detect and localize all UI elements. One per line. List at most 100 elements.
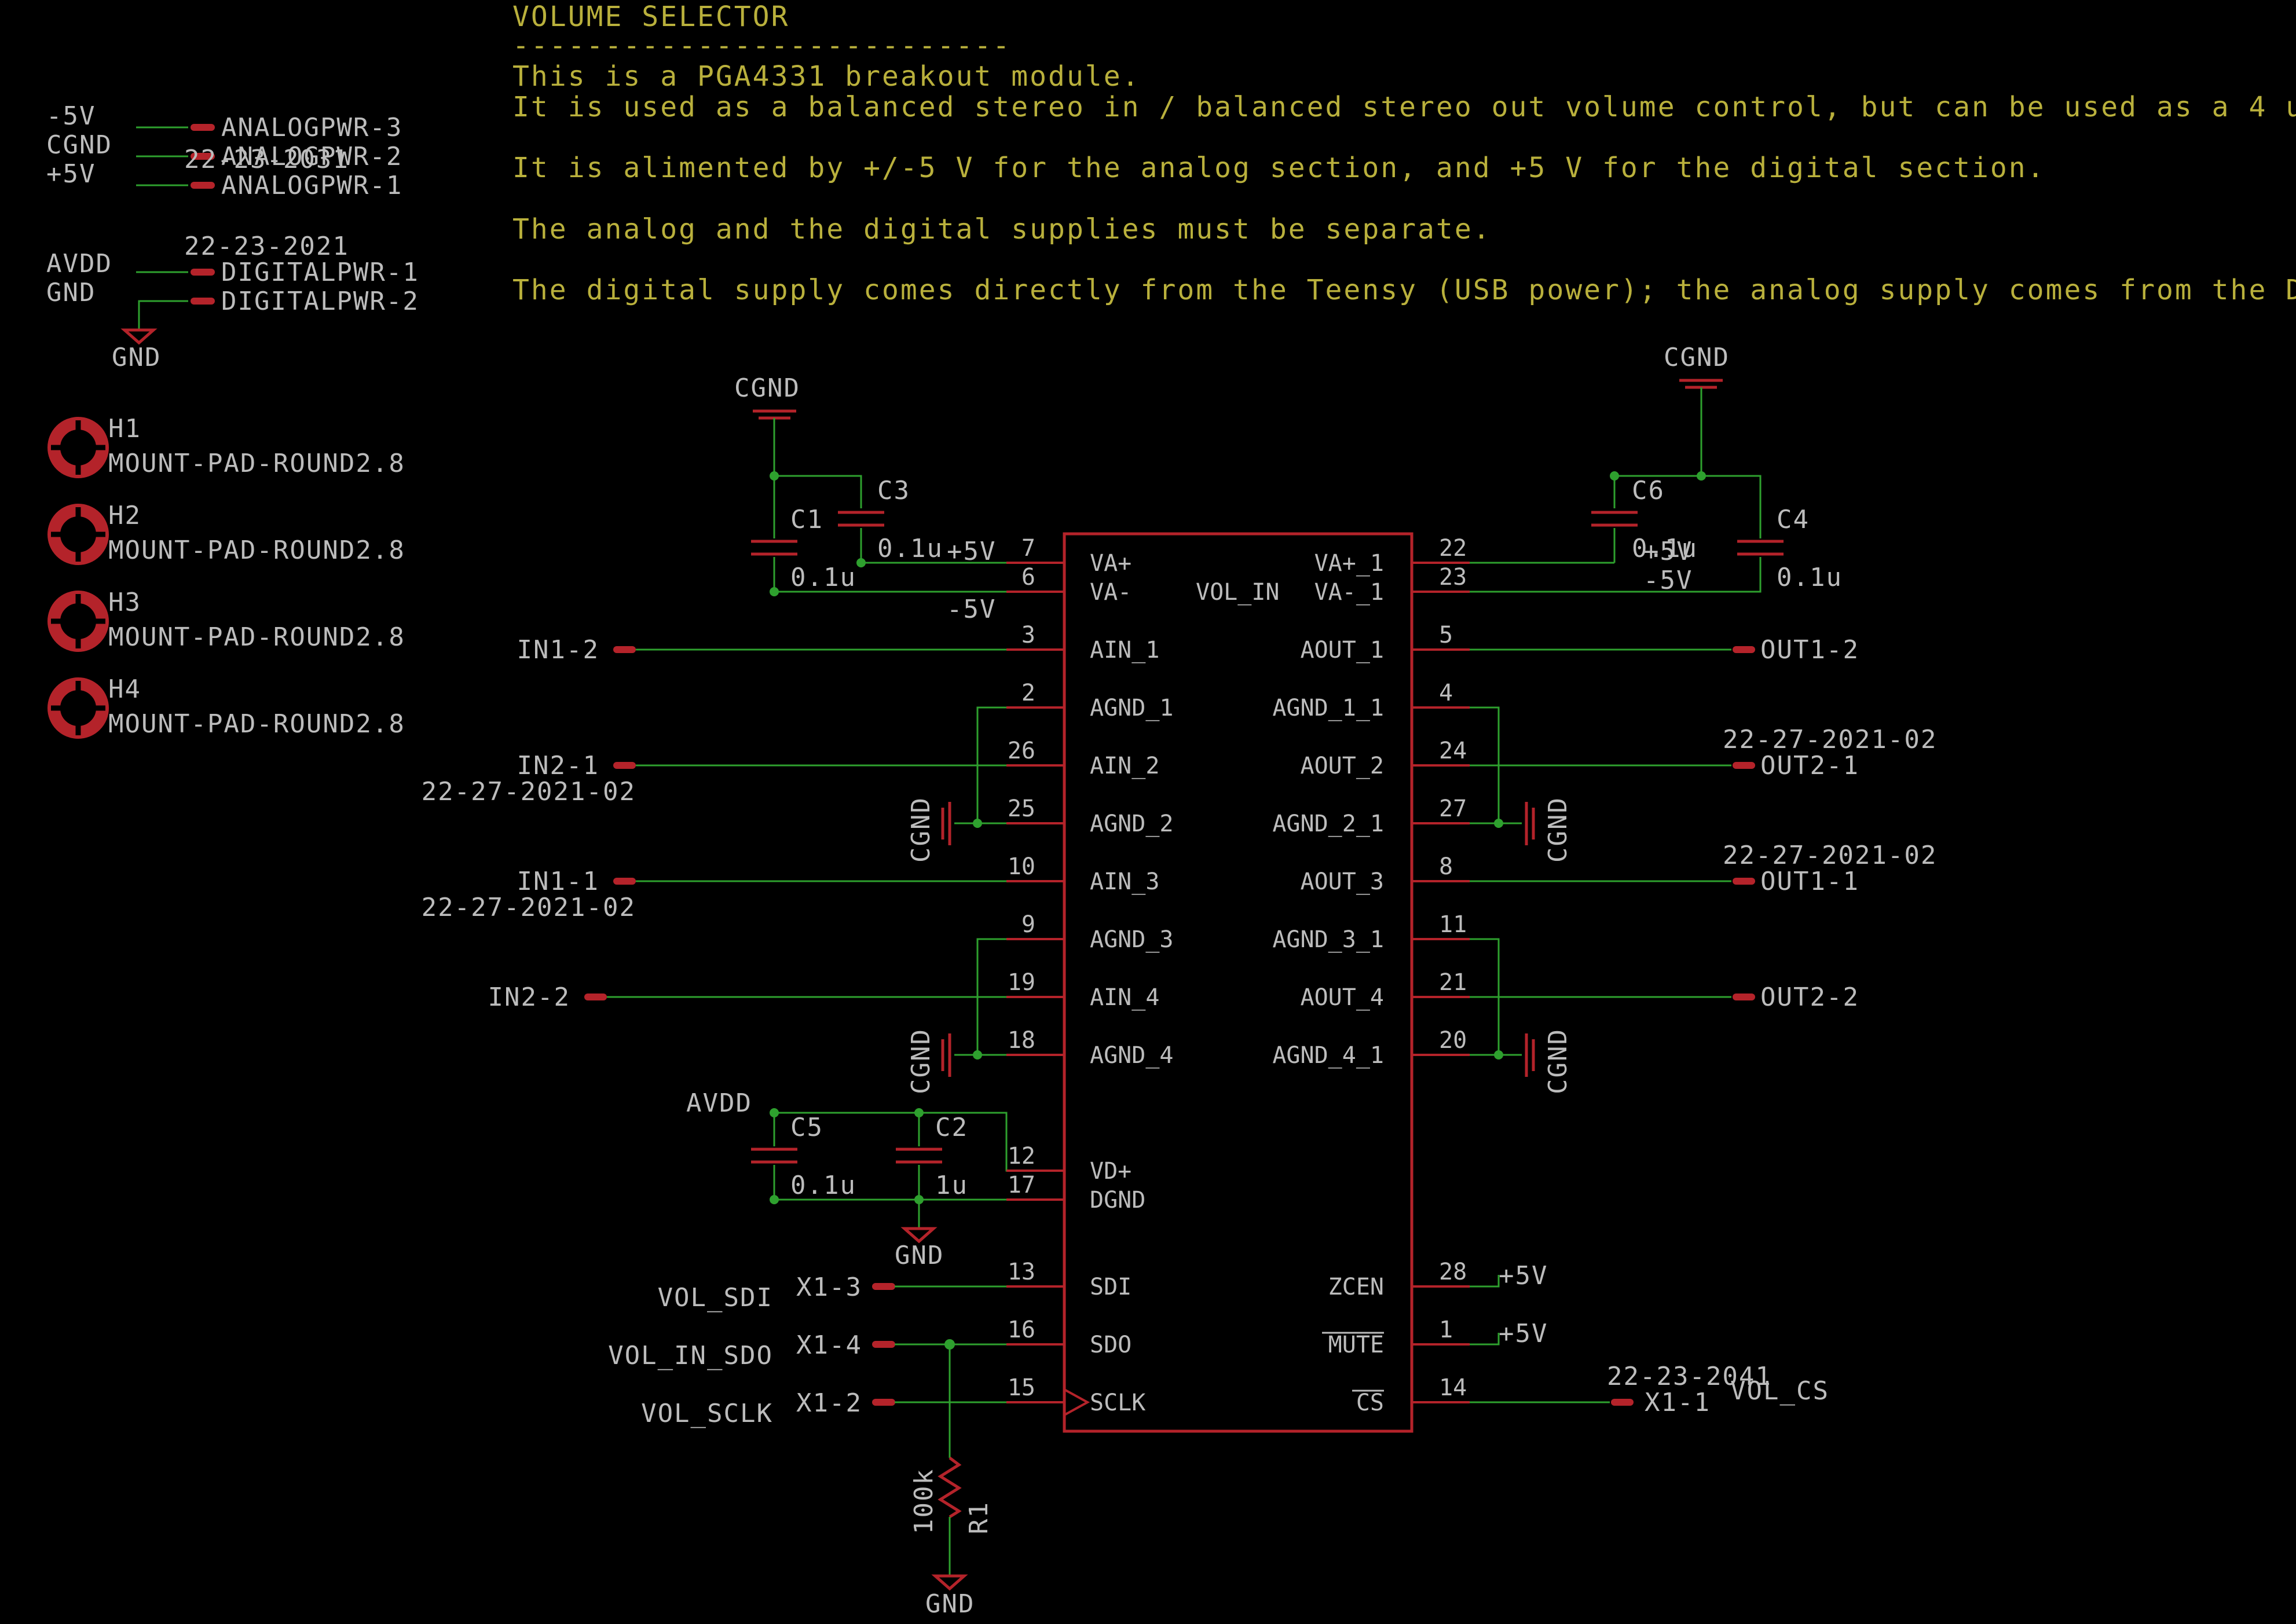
chip-pin-number-left: 13 [1008,1259,1035,1285]
chip-pin-name-left: AGND_4 [1090,1042,1174,1069]
c4-name: C4 [1777,505,1810,534]
c2-value: 1u [935,1171,968,1200]
mount-pads: H1 MOUNT-PAD-ROUND2.8 H2 MOUNT-PAD-ROUND… [47,414,405,739]
pin-digitalpwr-2: DIGITALPWR-2 [221,287,419,316]
cgnd-label-agnd-upper-left: CGND [906,797,936,863]
mount-pad-h1: H1 MOUNT-PAD-ROUND2.8 [47,414,405,478]
chip-pin-number-right: 24 [1439,738,1467,764]
net-label-gnd: GND [46,278,96,307]
pga-chip: VOL_IN [1063,532,1414,1433]
chip-pin-name-right: ZCEN [1328,1274,1384,1300]
chip-pin-name-right: VA+_1 [1314,550,1384,577]
r1-name: R1 [964,1501,994,1534]
note-line-1: This is a PGA4331 breakout module. [512,60,1141,93]
chip-pin-name-right: AOUT_4 [1301,984,1385,1011]
chip-pin-number-left: 15 [1008,1374,1035,1401]
gnd-label-resistor: GND [925,1589,975,1619]
note-line-2: It is used as a balanced stereo in / bal… [512,91,2296,123]
chip-pin-name-left: SDO [1090,1332,1131,1358]
net-label-cgnd: CGND [46,130,112,160]
chip-pin-name-left: VA+ [1090,550,1131,577]
chip-pin-number-right: 20 [1439,1027,1467,1054]
input-in1-2: IN1-2 [517,635,599,665]
input-in1-1-value: 22-27-2021-02 [422,893,636,922]
pin-analogpwr-3: ANALOGPWR-3 [221,113,402,142]
r1-value: 100k [909,1468,939,1534]
output-out1-1: OUT1-1 [1760,867,1859,896]
input-in1-1: IN1-1 [517,867,599,896]
input-in2-1: IN2-1 [517,751,599,780]
mount-pad-value: MOUNT-PAD-ROUND2.8 [108,536,405,565]
top-left-decoupling: CGND C1 0.1u C3 0.1u +5V -5V [734,373,1064,624]
left-agnd-groups: CGND CGND [906,706,1064,1094]
chip-pin-name-right: AOUT_1 [1301,637,1385,663]
chip-pin-number-right: 4 [1439,680,1453,706]
vol-in-sdo-net: VOL_IN_SDO [608,1341,773,1370]
chip-pin-number-right: 5 [1439,622,1453,648]
avdd-label: AVDD [686,1088,752,1118]
p5v-label-left: +5V [947,537,996,566]
note-line-4: The analog and the digital supplies must… [512,213,1492,245]
chip-pin-name-left: AIN_3 [1090,868,1159,895]
chip-pin-number-right: 23 [1439,564,1467,591]
chip-pin-number-right: 8 [1439,853,1453,880]
mount-pad-h3: H3 MOUNT-PAD-ROUND2.8 [47,588,405,652]
n5v-label-left: -5V [947,595,996,624]
chip-pin-number-right: 1 [1439,1317,1453,1343]
digital-power-connector: 22-23-2021 AVDD GND DIGITALPWR-1 DIGITAL… [46,232,419,372]
chip-pin-name-left: AGND_3 [1090,926,1174,953]
c6-name: C6 [1632,476,1665,505]
cgnd-label-top-left: CGND [734,373,800,403]
x1-2-pin: X1-2 [796,1388,862,1418]
x1-4-pin: X1-4 [796,1330,862,1360]
mount-pad-value: MOUNT-PAD-ROUND2.8 [108,709,405,739]
c2-name: C2 [935,1113,968,1142]
chip-pin-name-right: AGND_3_1 [1272,926,1384,953]
c1-value: 0.1u [790,563,856,592]
analog-power-connector: -5V CGND +5V 22-23-2031 ANALOGPWR-3 ANAL… [46,101,402,200]
left-inputs: IN1-2 IN2-1 22-27-2021-02 IN1-1 22-27-20… [422,635,1064,1012]
resistor-r1 [938,1457,962,1519]
note-title: VOLUME SELECTOR [512,1,789,33]
chip-pin-number-left: 16 [1008,1317,1035,1343]
output-out1-2: OUT1-2 [1760,635,1859,665]
chip-pin-name-left: AIN_4 [1090,984,1159,1011]
output-out2-2: OUT2-2 [1760,983,1859,1012]
p5v-label-right: +5V [1643,537,1693,566]
cgnd-label-top-right: CGND [1664,343,1730,372]
mount-pad-value: MOUNT-PAD-ROUND2.8 [108,449,405,478]
chip-pin-name-right: AGND_2_1 [1272,811,1384,837]
chip-pin-name-right: AGND_1_1 [1272,695,1384,721]
chip-pin-number-right: 21 [1439,969,1467,996]
chip-body [1063,532,1414,1433]
chip-pin-name-right: AOUT_2 [1301,753,1385,779]
chip-pin-name-left: SCLK [1090,1390,1145,1416]
clock-indicator [1064,1388,1090,1416]
pin-analogpwr-1: ANALOGPWR-1 [221,171,402,200]
vol-sclk-net: VOL_SCLK [641,1399,773,1428]
c3-value: 0.1u [877,534,943,563]
chip-pin-number-left: 25 [1008,795,1035,822]
chip-pin-number-left: 9 [1021,911,1035,938]
c3-name: C3 [877,476,910,505]
net-label-n5v: -5V [46,101,96,131]
c5-value: 0.1u [790,1171,856,1200]
c5-name: C5 [790,1113,823,1142]
top-right-decoupling: CGND C6 0.1u C4 0.1u +5V -5V [1412,343,1841,595]
ground-symbol [900,1227,938,1244]
chip-pin-number-left: 10 [1008,853,1035,880]
cs-connector-value: 22-23-2041 [1607,1362,1772,1391]
chip-pin-number-right: 11 [1439,911,1467,938]
chip-pin-name-right: AGND_4_1 [1272,1042,1384,1069]
mute-p5v-label: +5V [1499,1319,1548,1348]
chip-pin-number-right: 27 [1439,795,1467,822]
cgnd-label-agnd-upper-right: CGND [1543,797,1573,863]
gnd-label-connector: GND [112,343,161,372]
mount-pad-value: MOUNT-PAD-ROUND2.8 [108,622,405,652]
chip-pin-number-left: 17 [1008,1172,1035,1198]
chip-pin-name-left: AGND_1 [1090,695,1174,721]
chip-pin-number-left: 19 [1008,969,1035,996]
vol-sdi-net: VOL_SDI [658,1283,773,1313]
